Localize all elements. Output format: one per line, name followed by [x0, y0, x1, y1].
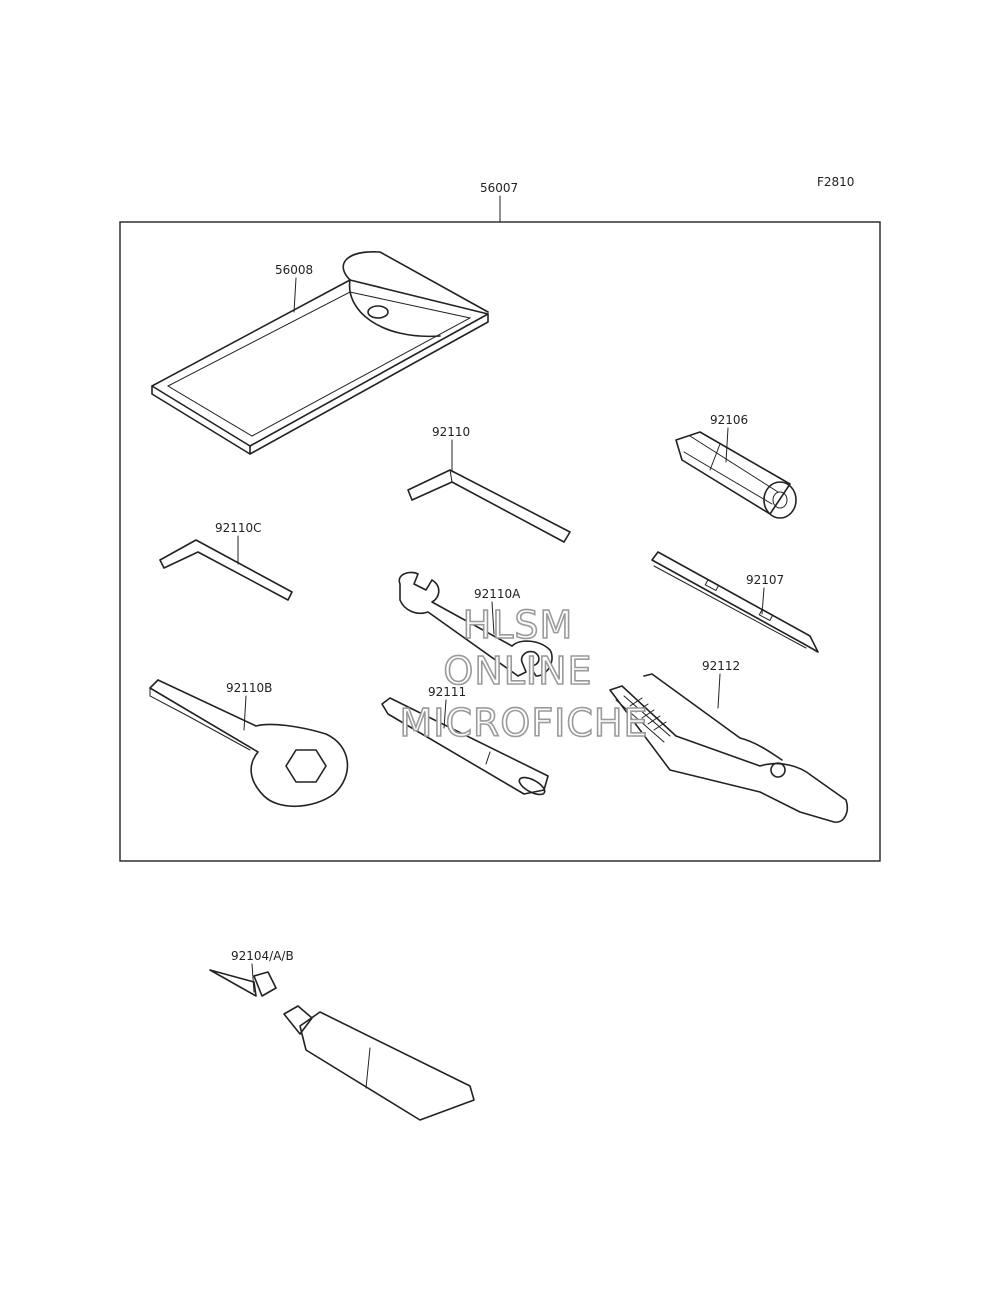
figure-code: F2810 [817, 175, 854, 189]
callout-92112: 92112 [702, 659, 740, 673]
callout-92104-A-B: 92104/A/B [231, 949, 294, 963]
leader-92112 [717, 673, 721, 709]
watermark-line1: HLSM [463, 603, 574, 647]
leader-92106 [725, 427, 729, 463]
callout-92110B: 92110B [226, 681, 272, 695]
leader-92104 [251, 963, 255, 993]
small-hex-key [159, 539, 293, 601]
tool-pouch [151, 251, 489, 455]
double-ended-screwdriver [651, 551, 819, 653]
extension-bar [381, 697, 549, 796]
leader-56008 [293, 277, 297, 313]
callout-56007: 56007 [480, 181, 518, 195]
long-hex-key [407, 469, 571, 543]
callout-92107: 92107 [746, 573, 784, 587]
callout-56008: 56008 [275, 263, 313, 277]
watermark: HLSM ONLINE MICROFICHE [399, 602, 649, 746]
grip-holder [675, 431, 797, 519]
callout-92110C: 92110C [215, 521, 262, 535]
leader-92111 [443, 699, 447, 729]
ring-wrench [149, 679, 349, 808]
slip-joint-pliers [609, 673, 849, 823]
toolkit-frame [119, 221, 881, 862]
open-end-wrench [398, 571, 553, 677]
callout-92110A: 92110A [474, 587, 521, 601]
watermark-line3: MICROFICHE [399, 701, 648, 745]
callout-92111: 92111 [428, 685, 466, 699]
leader-92110B [243, 695, 247, 731]
leader-92107 [761, 587, 765, 615]
watermark-line2: ONLINE [443, 649, 592, 693]
callout-92110: 92110 [432, 425, 470, 439]
callout-92106: 92106 [710, 413, 748, 427]
tire-repair-kit [209, 969, 475, 1121]
leader-92110A [491, 601, 495, 635]
